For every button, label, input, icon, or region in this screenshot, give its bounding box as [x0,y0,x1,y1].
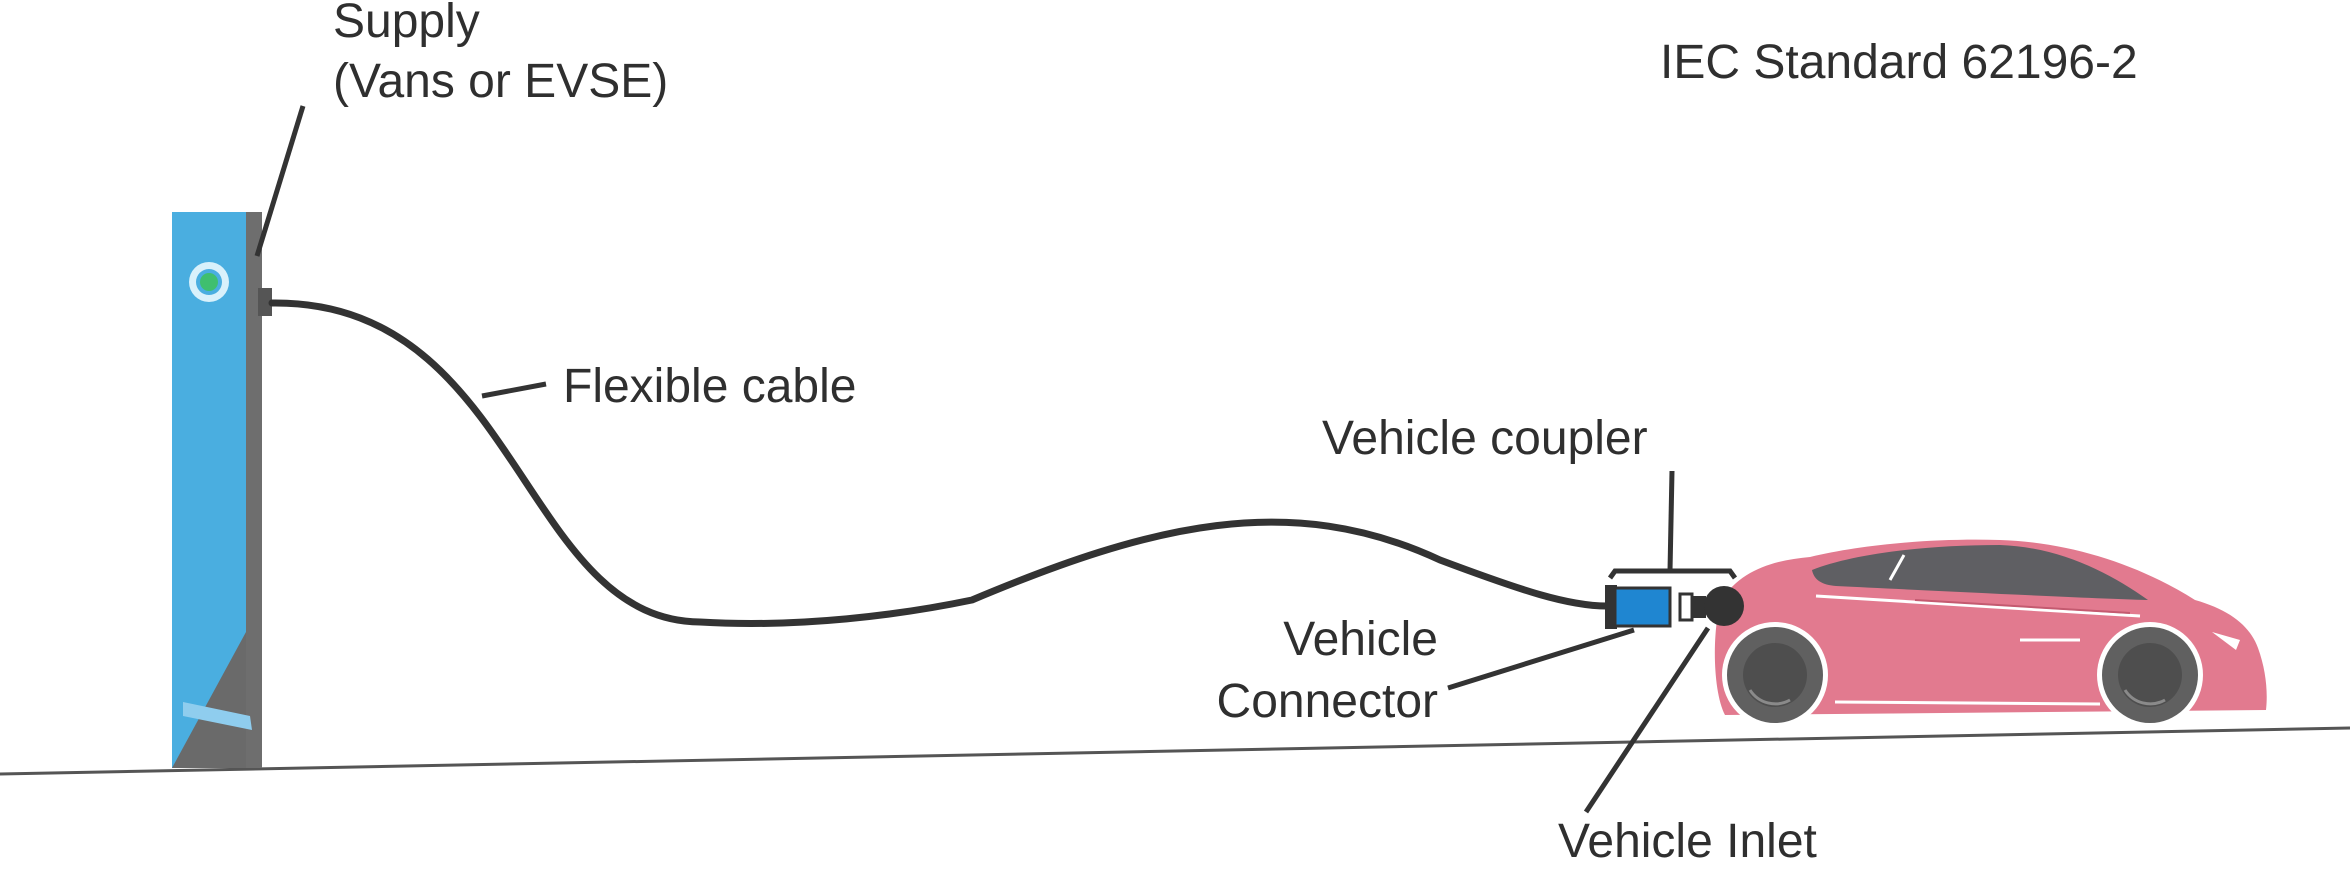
supply-label-line2: (Vans or EVSE) [333,55,669,108]
sill-stripe [1834,700,2101,706]
plug-connector-icon [1605,585,1744,629]
body-crease [1815,594,2141,618]
electric-car-icon [1714,539,2267,728]
rear-hub [1743,643,1807,707]
vehicle-connector-label-line2: Connector [1216,675,1438,728]
coupler-leader [1667,470,1675,572]
flexible-cable [268,299,1614,627]
supply-label-line1: Supply [333,0,480,48]
connector-tip [1678,592,1694,622]
door-line [1914,599,2131,614]
car-window [1812,545,2148,600]
vehicle-coupler-label: Vehicle coupler [1322,412,1648,465]
connector-leader [1447,627,1635,691]
charger-body [172,212,246,768]
coupler-bracket [1607,568,1738,580]
vehicle-inlet-label: Vehicle Inlet [1558,815,1817,868]
front-hub-highlight [2123,689,2166,706]
inlet-leader [1583,626,1711,814]
vehicle-connector-label-line1: Vehicle [1283,613,1438,666]
standard-label: IEC Standard 62196-2 [1660,36,2138,89]
supply-leader [254,105,306,257]
window-glint [1888,554,1906,581]
charger-bottom-stripe [183,702,252,730]
front-hub [2118,643,2182,707]
cable-socket [258,288,272,316]
headlight [2212,632,2240,650]
charging-station-icon [172,212,272,768]
charger-led [200,273,218,291]
charger-side-panel [244,212,262,768]
inlet-base [1692,596,1706,618]
charger-shadow [172,632,246,768]
vehicle-inlet [1704,586,1744,626]
flexible-cable-label: Flexible cable [563,360,857,413]
vehicle-connector [1613,586,1672,628]
ground-line [0,726,2350,776]
flexible-cable-leader [481,381,547,399]
rear-hub-highlight [1748,689,1791,706]
